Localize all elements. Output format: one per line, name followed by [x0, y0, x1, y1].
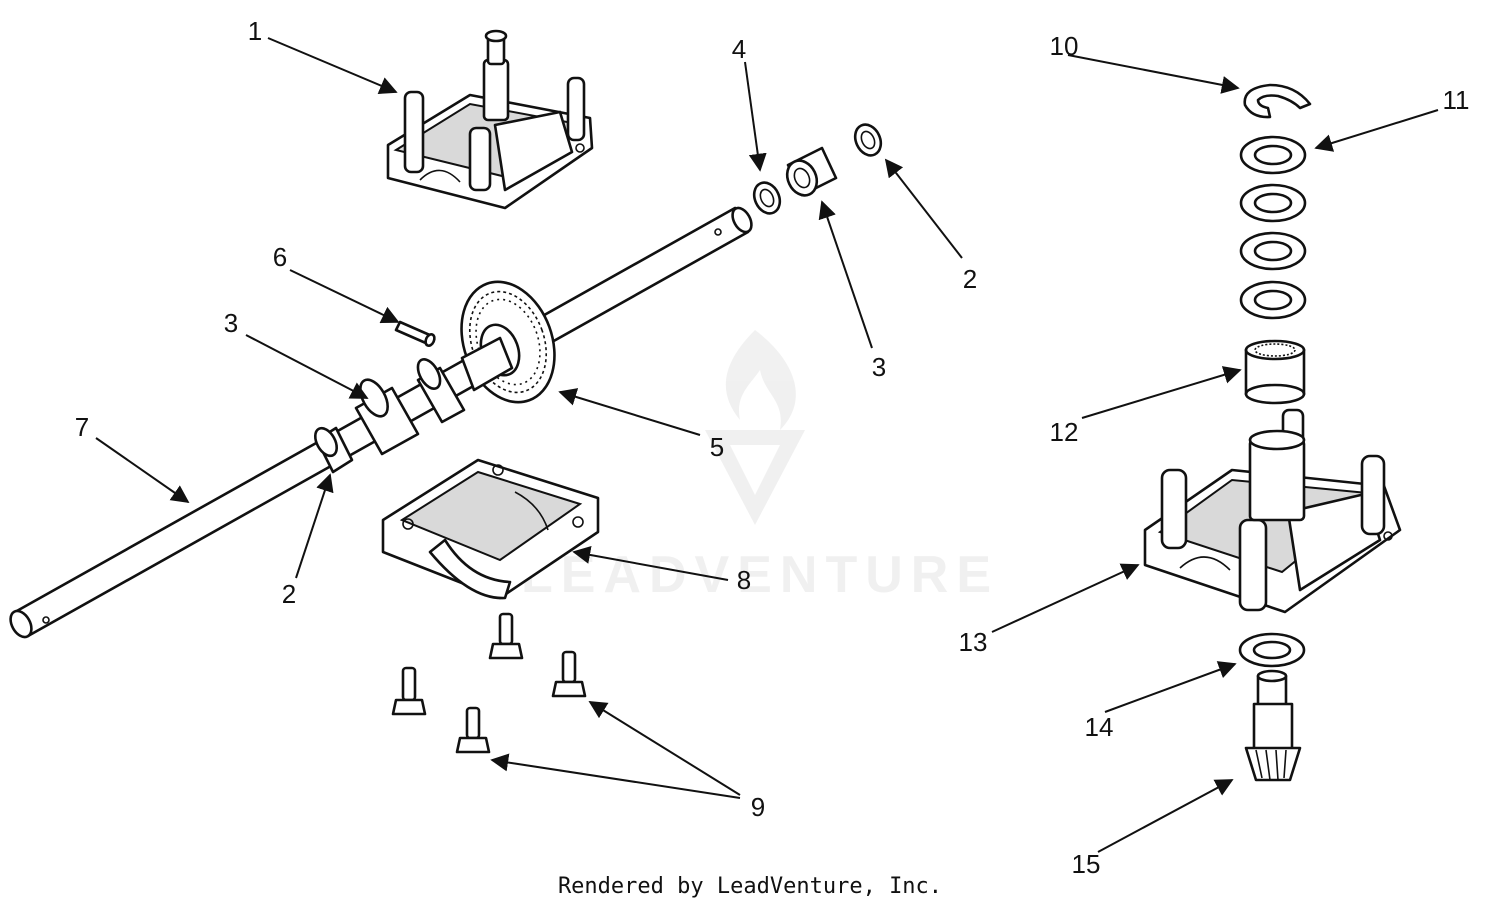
- shim-washer-4: [1239, 280, 1307, 320]
- callout-13: 13: [959, 627, 988, 657]
- callout-1: 1: [248, 16, 262, 46]
- shim-washer-2: [1239, 183, 1307, 223]
- part-e-clip: [1243, 83, 1312, 119]
- callout-2-right: 2: [963, 264, 977, 294]
- callout-12: 12: [1050, 417, 1079, 447]
- part-pinion-gear: [1244, 669, 1302, 782]
- callout-10: 10: [1050, 31, 1079, 61]
- part-needle-bearing: [1244, 339, 1306, 405]
- callout-15: 15: [1072, 849, 1101, 879]
- part-upper-housing: [386, 29, 594, 210]
- bolt-4: [455, 706, 491, 754]
- part-pin: [394, 320, 436, 348]
- shim-washer-3: [1239, 231, 1307, 271]
- part-washer-14: [1238, 632, 1306, 668]
- callout-2-left: 2: [282, 579, 296, 609]
- part-bushing-3: [785, 146, 838, 197]
- callout-5: 5: [710, 432, 724, 462]
- watermark-v-icon: [705, 430, 805, 525]
- bolt-3: [391, 666, 427, 716]
- part-bolts: [391, 612, 587, 754]
- part-bevel-gear: [460, 280, 556, 404]
- callout-4: 4: [732, 34, 746, 64]
- callout-7: 7: [75, 412, 89, 442]
- callout-9: 9: [751, 792, 765, 822]
- callout-11: 11: [1443, 85, 1470, 115]
- bolt-2: [551, 650, 587, 698]
- watermark-flame-icon: [725, 330, 796, 430]
- part-lower-housing: [381, 458, 600, 600]
- part-shim-washers: [1239, 135, 1307, 320]
- watermark: LEADVENTURE: [521, 330, 991, 604]
- callout-14: 14: [1085, 712, 1114, 742]
- part-washer-2: [853, 123, 883, 157]
- callout-8: 8: [737, 565, 751, 595]
- callout-3-left: 3: [224, 308, 238, 338]
- part-washer-4: [752, 181, 782, 215]
- callout-3-right: 3: [872, 352, 886, 382]
- bolt-1: [488, 612, 524, 660]
- callout-6: 6: [273, 242, 287, 272]
- shim-washer-1: [1239, 135, 1307, 175]
- rendered-by-footer: Rendered by LeadVenture, Inc.: [557, 874, 943, 899]
- callout-labels: 1 2 2 3 3 4 5 6 7 8 9 10 11 12 13 14 15: [75, 16, 1470, 879]
- part-shaft-washer-left: [313, 426, 354, 474]
- part-shaft-bushing-mid: [416, 358, 466, 424]
- leader-lines: [95, 37, 1439, 853]
- part-gear-housing: [1143, 408, 1402, 614]
